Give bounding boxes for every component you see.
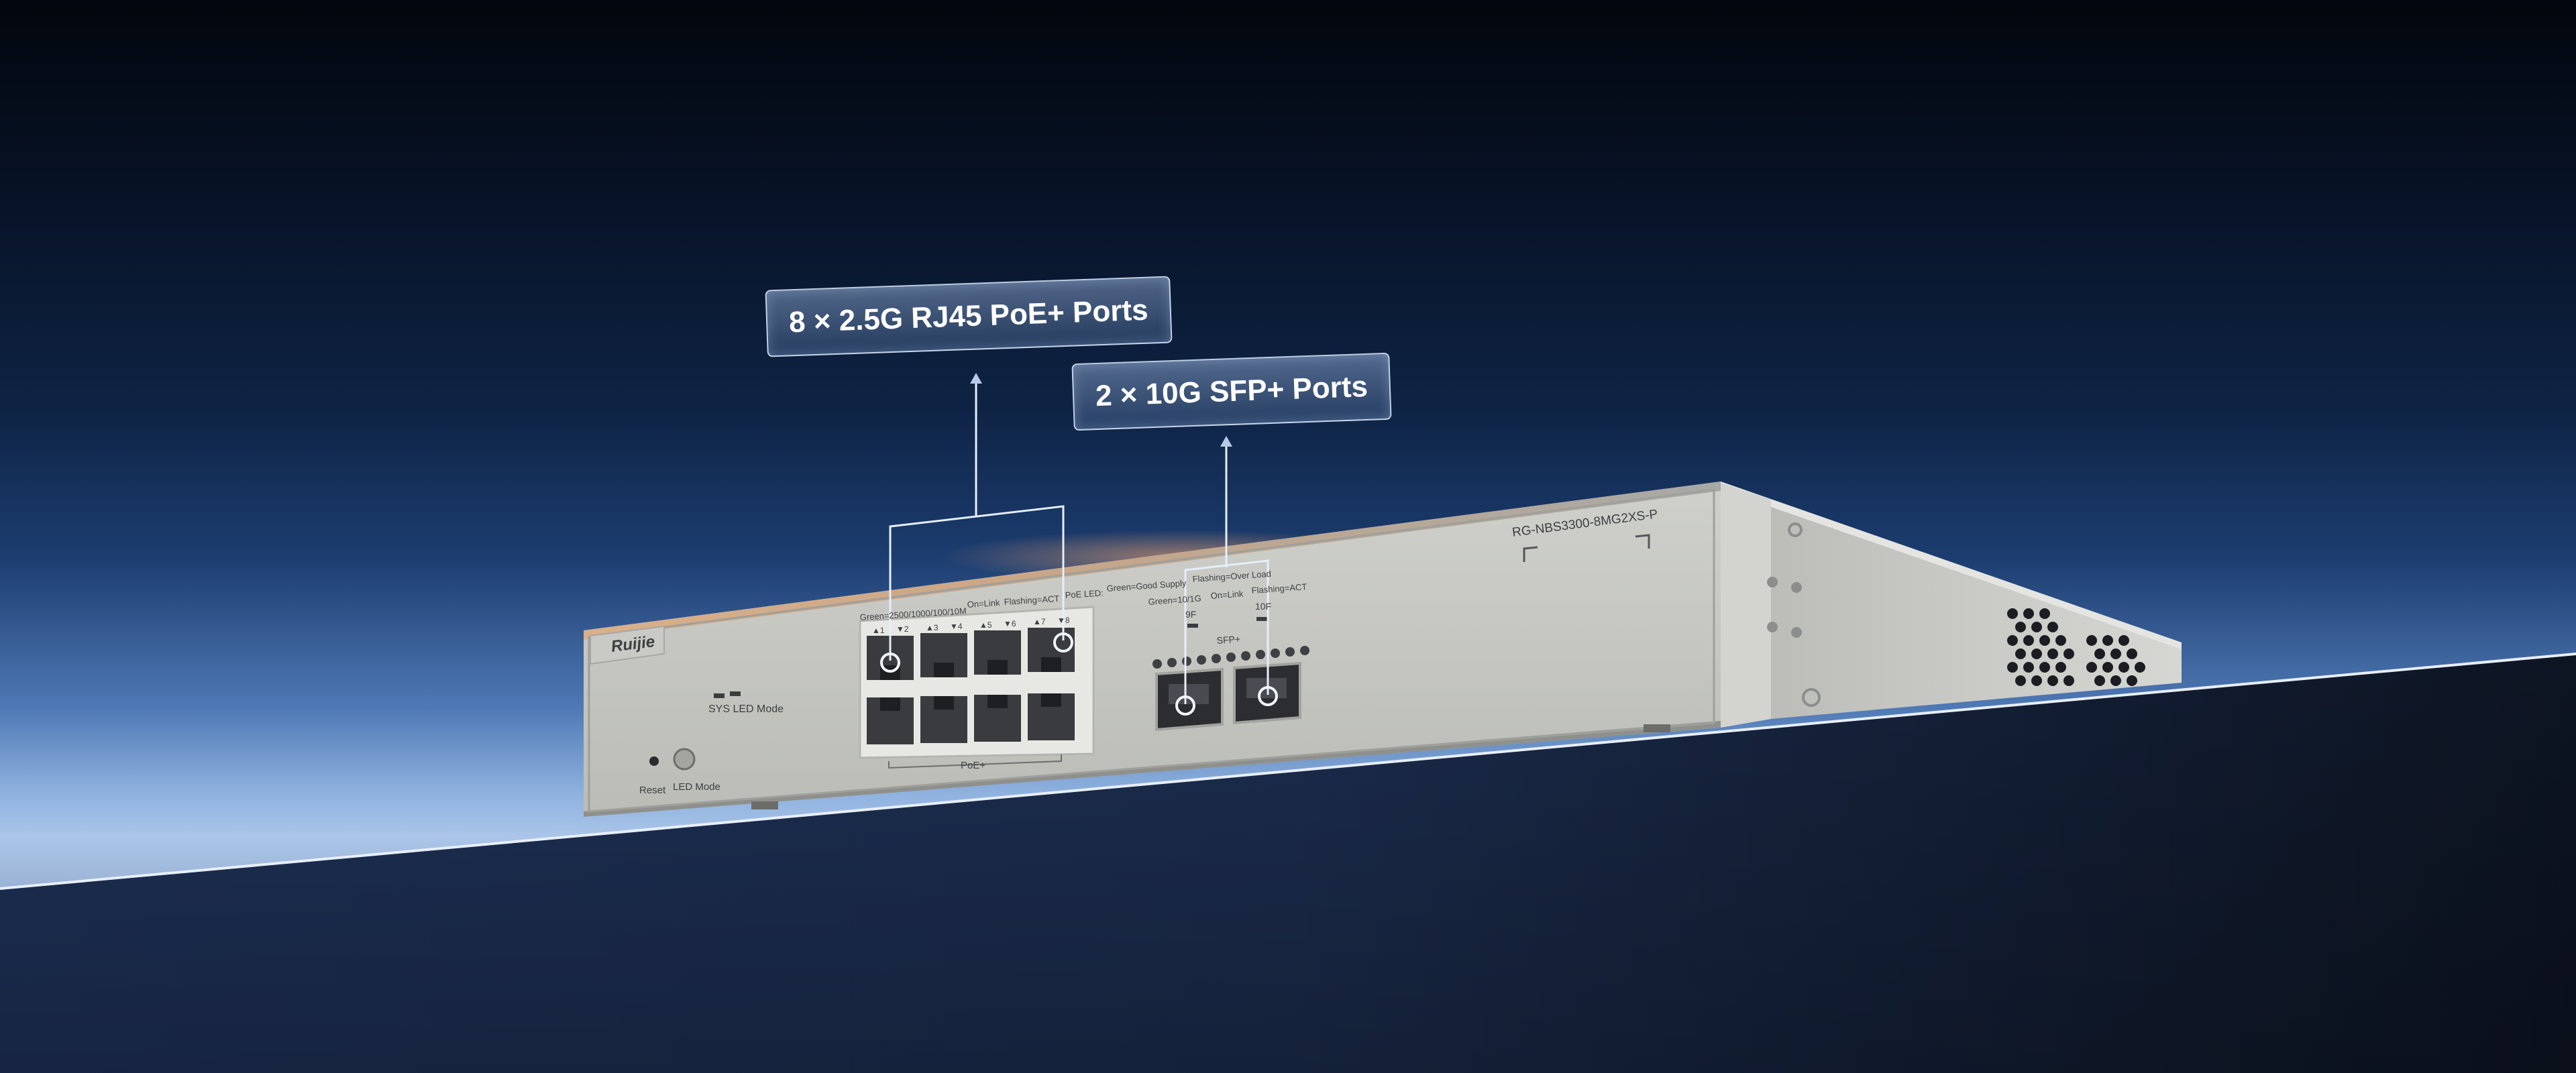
rj45-link-legend: On=Link — [967, 598, 1000, 610]
sfp-ports-callout: 2 × 10G SFP+ Ports — [1071, 352, 1392, 431]
port-number-3: ▲3 — [926, 623, 938, 632]
sfp-speed-legend: Green=10/1G — [1148, 594, 1201, 607]
sfp-link-legend: On=Link — [1210, 589, 1244, 601]
port-number-8: ▼8 — [1057, 616, 1070, 625]
port-9-label: 9F — [1185, 609, 1196, 620]
sfp-act-legend: Flashing=ACT — [1251, 581, 1307, 596]
port-10-label: 10F — [1255, 601, 1271, 612]
poe-led-legend: PoE LED: — [1065, 588, 1104, 600]
sfp-group-label: SFP+ — [1216, 634, 1240, 646]
poe-group-label: PoE+ — [961, 760, 985, 771]
rj45-ports-callout: 8 × 2.5G RJ45 PoE+ Ports — [765, 276, 1173, 357]
sys-led-mode-label: SYS LED Mode — [708, 703, 784, 715]
port-number-5: ▲5 — [979, 620, 992, 630]
rj45-act-legend: Flashing=ACT — [1004, 594, 1060, 607]
port-number-1: ▲1 — [872, 626, 885, 635]
port-number-6: ▼6 — [1004, 619, 1016, 628]
reset-label: Reset — [639, 785, 666, 796]
port-number-4: ▼4 — [950, 622, 963, 631]
port-number-2: ▼2 — [896, 624, 909, 634]
led-mode-label: LED Mode — [673, 781, 720, 793]
port-number-7: ▲7 — [1033, 617, 1046, 626]
